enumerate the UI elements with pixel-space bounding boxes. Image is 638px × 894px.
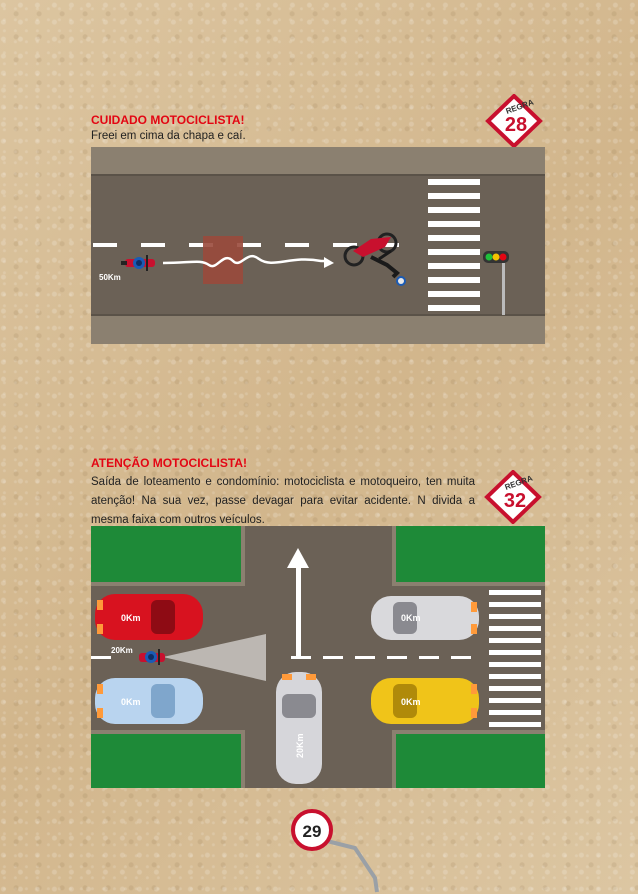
traffic-light-icon [483, 251, 509, 315]
page-number-sign: 29 [285, 808, 385, 894]
speed-label: 50Km [99, 273, 121, 282]
rule-28-illustration: 50Km [91, 147, 545, 344]
exiting-car [276, 672, 322, 784]
rule-28-text: Freei em cima da chapa e caí. [91, 130, 246, 142]
car-label: 0Km [121, 697, 141, 707]
car-label: 20Km [295, 733, 305, 758]
motorcycle-icon [121, 255, 155, 271]
badge-number: 32 [504, 490, 526, 512]
car-label: 0Km [401, 697, 421, 707]
rule-32-title: ATENÇÃO MOTOCICLISTA! [91, 456, 247, 470]
car-label: 0Km [401, 613, 421, 623]
light-blue-car [95, 678, 203, 724]
fallen-motorcycle-icon [343, 232, 406, 286]
red-car [95, 594, 203, 640]
page-number: 29 [303, 822, 322, 841]
car-label: 0Km [121, 613, 141, 623]
motorcycle-icon [139, 649, 165, 665]
rule-28-title: CUIDADO MOTOCICLISTA! [91, 113, 245, 127]
rule-28-badge: REGRA 28 [485, 94, 543, 148]
badge-number: 28 [505, 114, 527, 136]
rule-32-illustration: 0Km 0Km 0Km 0Km [91, 526, 545, 788]
yellow-car [371, 678, 479, 724]
silver-car [371, 596, 479, 640]
rule-32-badge: REGRA 32 [484, 470, 542, 524]
rule-32-text: Saída de loteamento e condomínio: motoci… [91, 476, 475, 526]
moto-speed-label: 20Km [111, 646, 133, 655]
